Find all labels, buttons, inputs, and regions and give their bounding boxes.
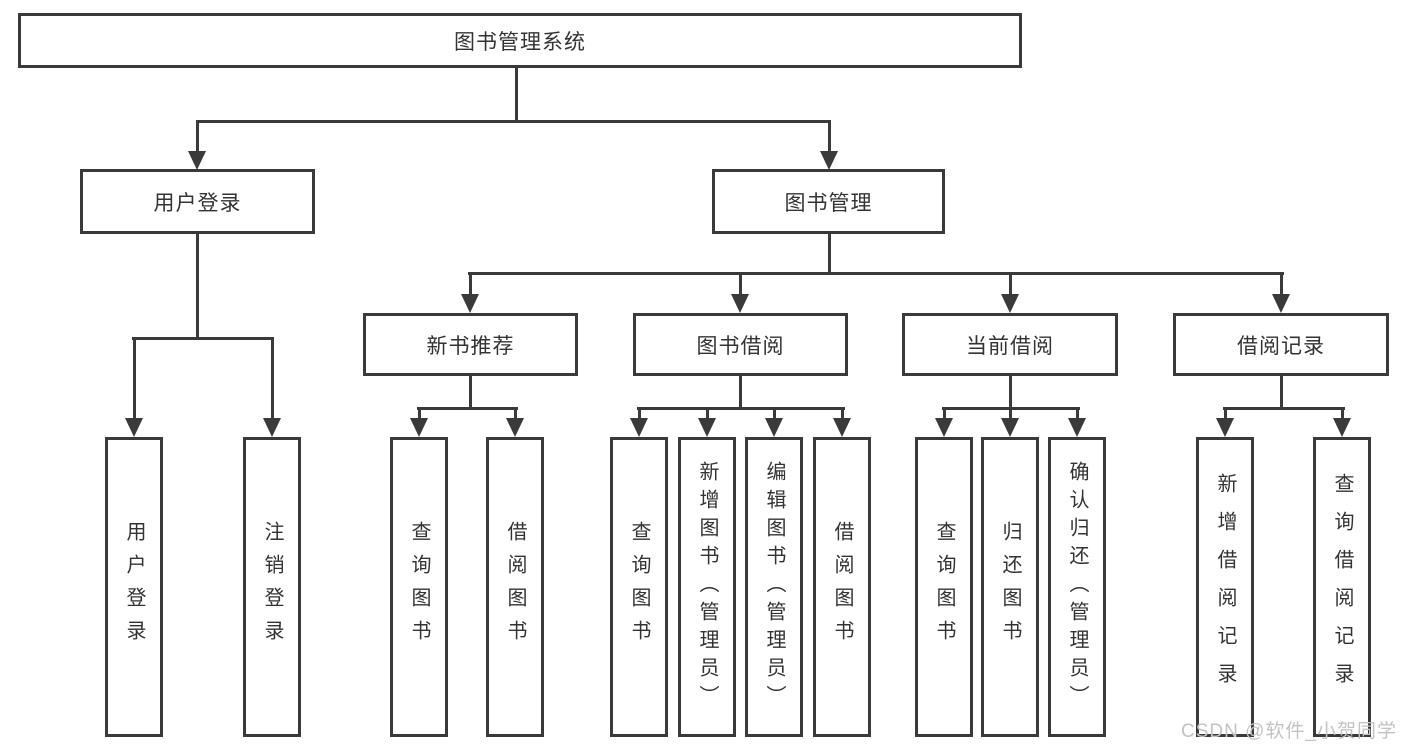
node-user-login-label: 用户登录 — [153, 191, 242, 215]
connector-stem — [196, 120, 199, 153]
connector-stem — [196, 232, 199, 339]
connector-stem — [1009, 407, 1012, 420]
leaf-query-books-borrowing-label: 查询图书 — [628, 521, 650, 653]
connector-bar — [132, 337, 274, 340]
node-user-login: 用户登录 — [80, 169, 315, 234]
connector-stem — [943, 407, 946, 420]
leaf-add-borrow-record: 新增借阅记录 — [1196, 437, 1254, 737]
connector-bar — [637, 407, 845, 410]
arrowhead-icon — [630, 418, 648, 437]
arrowhead-icon — [820, 151, 838, 170]
leaf-logout-login-label: 注销登录 — [261, 521, 283, 653]
leaf-borrow-books-recommend-label: 借阅图书 — [504, 521, 526, 653]
leaf-confirm-return-admin: 确认归还（管理员） — [1048, 437, 1106, 737]
node-borrowing-records-label: 借阅记录 — [1237, 334, 1325, 358]
node-current-borrowing-label: 当前借阅 — [966, 334, 1054, 358]
arrowhead-icon — [1001, 294, 1019, 313]
connector-stem — [773, 407, 776, 420]
arrowhead-icon — [506, 418, 524, 437]
node-borrowing-records: 借阅记录 — [1173, 313, 1389, 376]
connector-stem — [1224, 407, 1227, 420]
connector-stem — [739, 374, 742, 410]
leaf-user-login-label: 用户登录 — [123, 521, 145, 653]
node-book-borrowing: 图书借阅 — [633, 313, 848, 376]
connector-bar — [1223, 407, 1345, 410]
leaf-borrow-books-recommend: 借阅图书 — [486, 437, 544, 737]
leaf-logout-login: 注销登录 — [243, 437, 301, 737]
arrowhead-icon — [731, 294, 749, 313]
leaf-query-books-current-label: 查询图书 — [933, 521, 955, 653]
leaf-edit-books-admin: 编辑图书（管理员） — [745, 437, 803, 737]
connector-stem — [133, 337, 136, 420]
leaf-query-books-recommend: 查询图书 — [390, 437, 448, 737]
connector-stem — [469, 272, 472, 296]
connector-bar — [196, 120, 831, 123]
arrowhead-icon — [125, 418, 143, 437]
arrowhead-icon — [1333, 418, 1351, 437]
arrowhead-icon — [188, 151, 206, 170]
connector-stem — [1280, 272, 1283, 296]
connector-bar — [417, 407, 518, 410]
arrowhead-icon — [461, 294, 479, 313]
leaf-add-books-admin-label: 新增图书（管理员） — [696, 461, 718, 713]
csdn-watermark: CSDN @软件_小贺同学 — [1181, 721, 1397, 742]
connector-stem — [514, 407, 517, 420]
connector-stem — [739, 272, 742, 296]
node-book-management-label: 图书管理 — [784, 191, 873, 215]
leaf-borrow-books-borrowing-label: 借阅图书 — [831, 521, 853, 653]
connector-stem — [841, 407, 844, 420]
arrowhead-icon — [1068, 418, 1086, 437]
leaf-query-books-recommend-label: 查询图书 — [408, 521, 430, 653]
arrowhead-icon — [765, 418, 783, 437]
leaf-user-login: 用户登录 — [105, 437, 163, 737]
connector-stem — [271, 337, 274, 420]
connector-stem — [1341, 407, 1344, 420]
leaf-borrow-books-borrowing: 借阅图书 — [813, 437, 871, 737]
node-library-system-label: 图书管理系统 — [454, 30, 586, 54]
connector-stem — [1009, 272, 1012, 296]
arrowhead-icon — [263, 418, 281, 437]
connector-bar — [468, 272, 1284, 275]
arrowhead-icon — [1216, 418, 1234, 437]
connector-stem — [469, 374, 472, 410]
connector-stem — [828, 232, 831, 275]
leaf-return-books-label: 归还图书 — [999, 521, 1021, 653]
node-new-book-recommend-label: 新书推荐 — [426, 334, 515, 358]
leaf-query-books-current: 查询图书 — [915, 437, 973, 737]
leaf-query-borrow-record-label: 查询借阅记录 — [1331, 473, 1353, 701]
leaf-add-borrow-record-label: 新增借阅记录 — [1214, 473, 1236, 701]
arrowhead-icon — [833, 418, 851, 437]
leaf-edit-books-admin-label: 编辑图书（管理员） — [763, 461, 785, 713]
connector-stem — [1280, 374, 1283, 410]
connector-stem — [1076, 407, 1079, 420]
connector-stem — [828, 120, 831, 153]
leaf-query-books-borrowing: 查询图书 — [610, 437, 668, 737]
node-new-book-recommend: 新书推荐 — [363, 313, 578, 376]
arrowhead-icon — [410, 418, 428, 437]
arrowhead-icon — [1272, 294, 1290, 313]
connector-stem — [1009, 374, 1012, 410]
node-book-borrowing-label: 图书借阅 — [696, 334, 785, 358]
leaf-return-books: 归还图书 — [981, 437, 1039, 737]
connector-stem — [638, 407, 641, 420]
connector-stem — [418, 407, 421, 420]
leaf-query-borrow-record: 查询借阅记录 — [1313, 437, 1371, 737]
connector-stem — [706, 407, 709, 420]
arrowhead-icon — [698, 418, 716, 437]
connector-stem — [515, 66, 518, 122]
leaf-add-books-admin: 新增图书（管理员） — [678, 437, 736, 737]
node-library-system: 图书管理系统 — [18, 13, 1022, 68]
arrowhead-icon — [1001, 418, 1019, 437]
node-book-management: 图书管理 — [712, 169, 945, 234]
arrowhead-icon — [935, 418, 953, 437]
node-current-borrowing: 当前借阅 — [902, 313, 1118, 376]
leaf-confirm-return-admin-label: 确认归还（管理员） — [1066, 461, 1088, 713]
